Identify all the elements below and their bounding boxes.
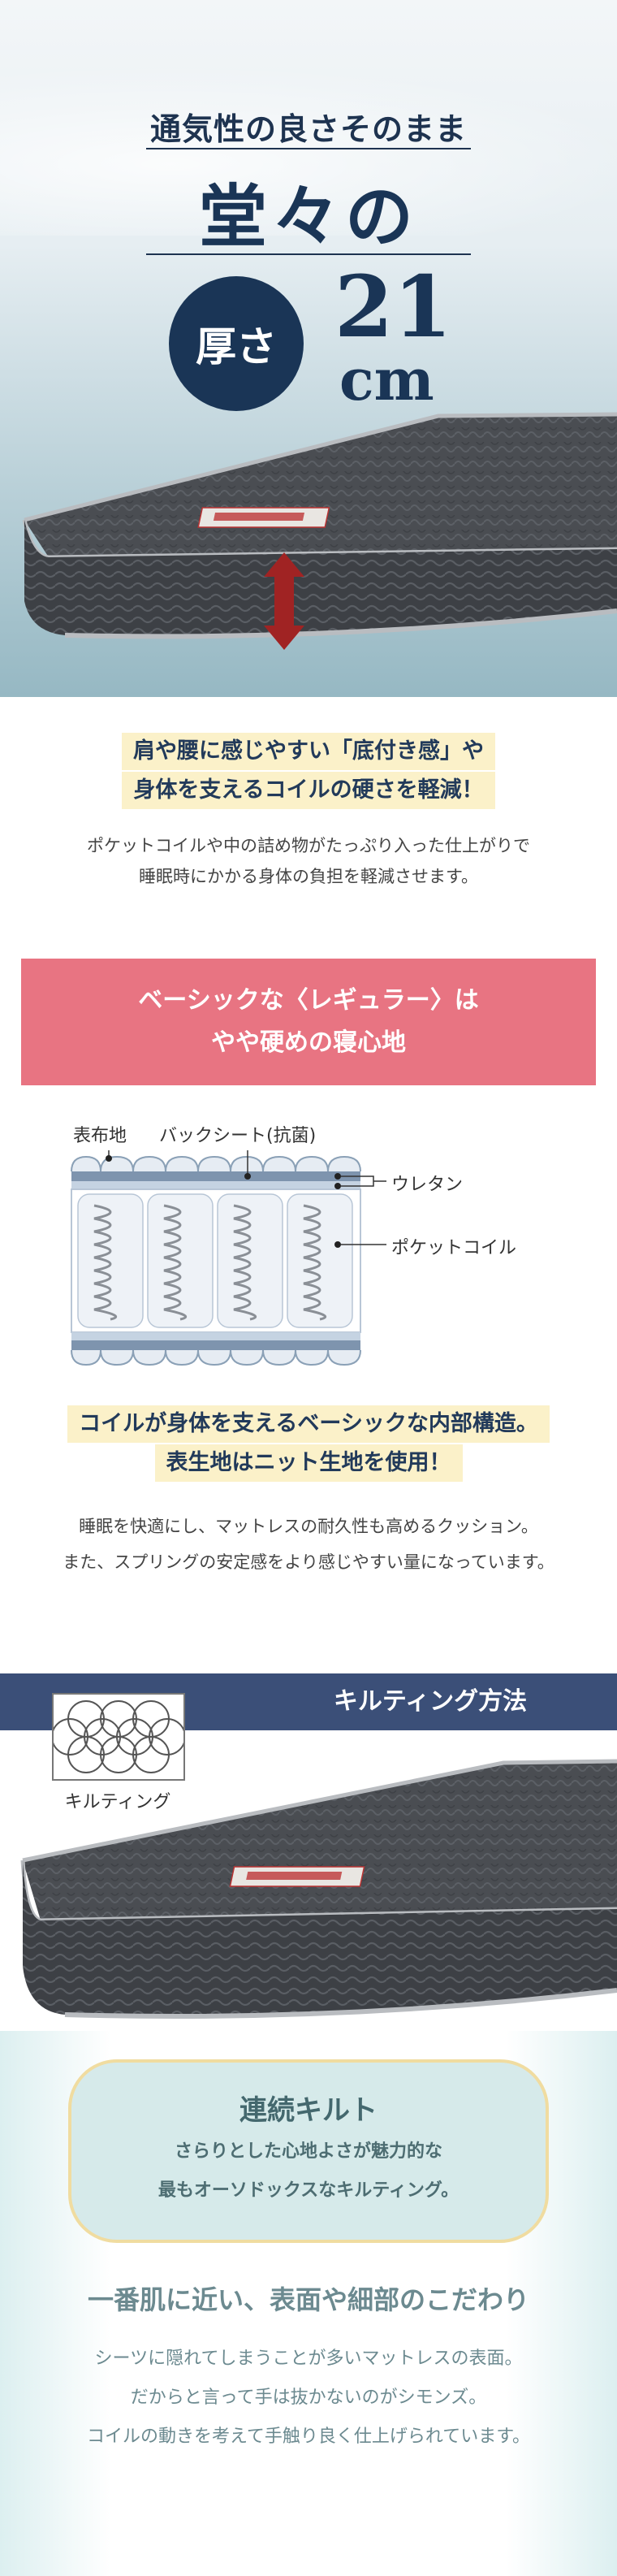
structure-diagram: 表布地 バックシート(抗菌) ウレタン ポケットコイル — [49, 1121, 568, 1397]
quilt-pattern-icon — [51, 1695, 186, 1779]
quilting-thumbnail-label: キルティング — [64, 1792, 171, 1812]
feature1-body-2: 睡眠時にかかる身体の負担を軽減させます。 — [139, 867, 478, 886]
label-backsheet: バックシート(抗菌) — [159, 1126, 317, 1146]
mattress-image — [22, 412, 617, 650]
label-pocket-coil: ポケットコイル — [391, 1238, 517, 1258]
feature2-body-1: 睡眠を快適にし、マットレスの耐久性も高めるクッション。 — [79, 1517, 538, 1536]
thickness-arrow-icon — [264, 552, 304, 650]
firmness-banner-line-2: やや硬めの寝心地 — [211, 1028, 406, 1057]
thickness-unit: cm — [339, 346, 434, 413]
label-urethane: ウレタン — [391, 1175, 464, 1195]
quilt-type-title: 連続キルト — [239, 2094, 378, 2127]
surface-detail-text: シーツに隠れてしまうことが多いマットレスの表面。 だからと言って手は抜かないのが… — [0, 2340, 617, 2457]
surface-detail-line-3: コイルの動きを考えて手触り良く仕上げられています。 — [86, 2427, 531, 2447]
feature1-body-1: ポケットコイルや中の詰め物がたっぷり入った仕上がりで — [87, 836, 530, 855]
quilt-type-line-2: 最もオーソドックスなキルティング。 — [157, 2180, 460, 2201]
quilting-section-title: キルティング方法 — [333, 1687, 528, 1716]
quilt-type-line-1: さらりとした心地よさが魅力的な — [174, 2141, 442, 2162]
thickness-value: 21 — [334, 257, 452, 357]
feature1-headline-1: 肩や腰に感じやすい「底付き感」や — [0, 733, 617, 770]
quilting-pattern-thumbnail — [51, 1693, 186, 1781]
quilt-type-card — [68, 2059, 549, 2243]
quilt-type-description: さらりとした心地よさが魅力的な 最もオーソドックスなキルティング。 — [0, 2132, 617, 2210]
feature2-body-2: また、スプリングの安定感をより感じやすい量になっています。 — [63, 1552, 554, 1572]
label-fabric: 表布地 — [73, 1126, 127, 1146]
hero-title-underline — [146, 253, 471, 255]
firmness-banner: ベーシックな〈レギュラー〉は やや硬めの寝心地 — [21, 959, 596, 1085]
hero-subtitle: 通気性の良さそのまま — [149, 110, 467, 147]
hero-title: 堂々の — [198, 176, 418, 257]
feature2-headline-2: 表生地はニット生地を使用！ — [0, 1444, 617, 1482]
structure-diagram-svg — [71, 1150, 386, 1366]
hero-subtitle-underline — [146, 148, 471, 149]
surface-detail-line-2: だからと言って手は抜かないのがシモンズ。 — [130, 2388, 487, 2408]
surface-detail-title: 一番肌に近い、表面や細部のこだわり — [87, 2284, 529, 2315]
feature1-headline-2: 身体を支えるコイルの硬さを軽減！ — [0, 772, 617, 809]
thickness-label: 厚さ — [196, 323, 277, 370]
mattress-quilting-image — [20, 1759, 617, 2019]
surface-detail-line-1: シーツに隠れてしまうことが多いマットレスの表面。 — [94, 2349, 523, 2369]
feature2-headline-1: コイルが身体を支えるベーシックな内部構造。 — [0, 1405, 617, 1443]
hero-background-wave — [0, 57, 617, 236]
thickness-badge: 厚さ — [169, 276, 304, 411]
firmness-banner-line-1: ベーシックな〈レギュラー〉は — [138, 986, 479, 1015]
